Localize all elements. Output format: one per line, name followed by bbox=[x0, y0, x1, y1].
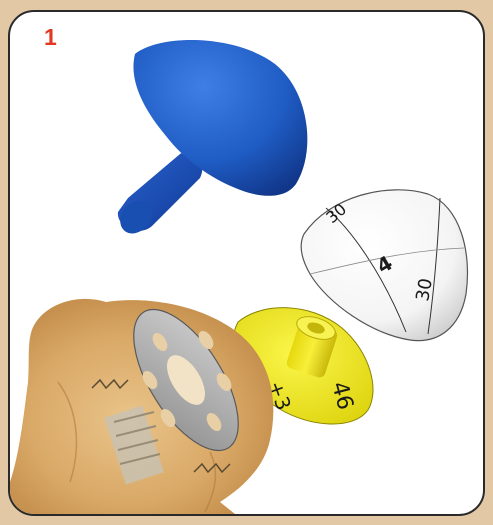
figure-frame: 1 bbox=[4, 4, 489, 521]
exploded-view-illustration: 30 4 30 +3 46 bbox=[10, 12, 485, 516]
figure-panel: 1 bbox=[8, 10, 485, 516]
bone-with-baseplate bbox=[10, 293, 273, 516]
white-dome-label-right: 30 bbox=[412, 277, 437, 303]
blue-mushroom-trial bbox=[114, 40, 308, 240]
